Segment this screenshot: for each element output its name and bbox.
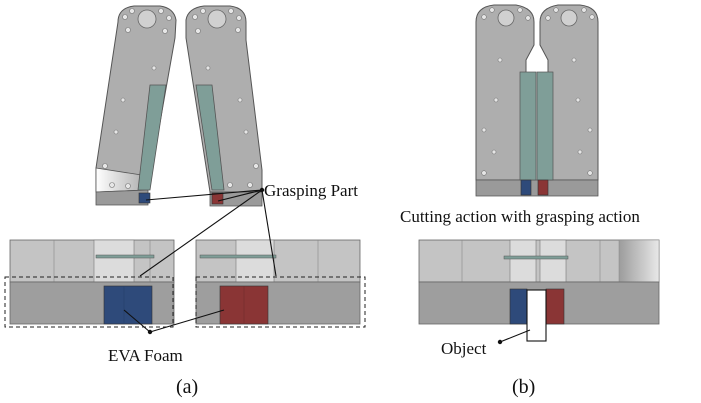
leader-lines-a (123, 189, 277, 333)
right-finger (185, 5, 263, 207)
label-eva-foam: EVA Foam (108, 346, 183, 365)
label-object: Object (441, 339, 487, 358)
leader-dot-object (497, 339, 503, 345)
section-closed (418, 239, 660, 342)
label-panel-a: (a) (176, 376, 198, 398)
gripper-closed (475, 4, 599, 197)
section-right (195, 239, 366, 328)
label-panel-b: (b) (512, 376, 535, 398)
leader-dot-foam (147, 329, 153, 335)
label-cutting-action: Cutting action with grasping action (400, 207, 640, 226)
gripper-open (95, 5, 263, 207)
section-left (4, 239, 175, 328)
leader-dot-grasp (259, 187, 265, 193)
object-shape (526, 289, 547, 342)
left-finger (95, 5, 177, 206)
leader-object (499, 329, 531, 343)
label-grasping-part: Grasping Part (264, 181, 358, 200)
